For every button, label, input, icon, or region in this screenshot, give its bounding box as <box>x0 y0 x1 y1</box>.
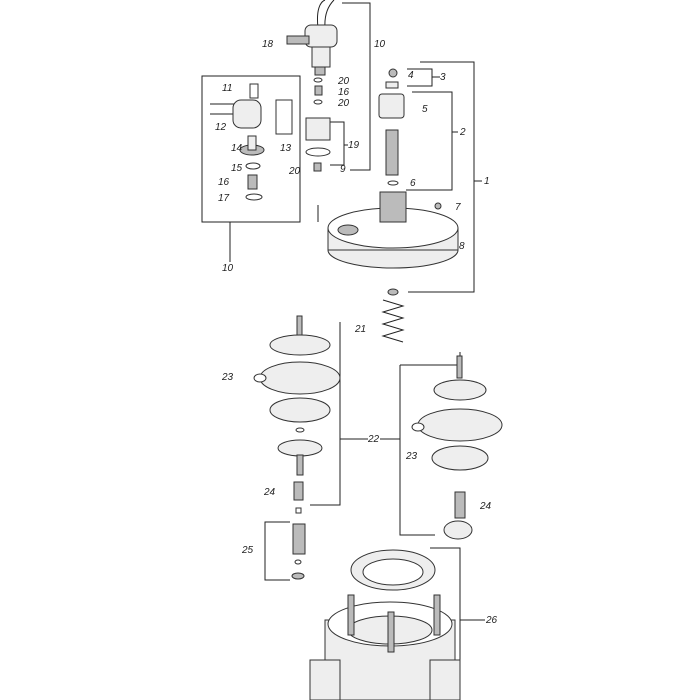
callout-1: 1 <box>484 176 490 187</box>
callout-26: 26 <box>485 615 498 626</box>
callout-20: 20 <box>337 98 350 109</box>
callout-24: 24 <box>263 487 276 498</box>
callout-23: 23 <box>221 372 234 383</box>
part-bonnet <box>327 191 459 269</box>
callout-8: 8 <box>459 241 465 252</box>
callout-11: 11 <box>222 83 232 94</box>
part-diaphragm-assembly-right <box>411 355 503 540</box>
callout-7: 7 <box>455 202 461 213</box>
callout-15: 15 <box>231 163 243 174</box>
callout-10: 10 <box>222 263 234 274</box>
callout-16: 16 <box>218 177 230 188</box>
part-flow-control-stem <box>378 68 405 186</box>
callout-16: 16 <box>338 87 350 98</box>
part-small-fittings <box>305 77 331 172</box>
callout-24: 24 <box>479 501 492 512</box>
part-solenoid-coil-assembly <box>210 83 293 201</box>
callout-4: 4 <box>408 70 414 81</box>
callout-5: 5 <box>422 104 428 115</box>
part-metering-pin <box>291 523 306 580</box>
callout-23: 23 <box>405 451 418 462</box>
callout-2: 2 <box>459 127 466 138</box>
callout-17: 17 <box>218 193 230 204</box>
callout-25: 25 <box>241 545 254 556</box>
part-solenoid-actuator <box>286 0 338 76</box>
callout-21: 21 <box>354 324 366 335</box>
callout-22: 22 <box>367 434 380 445</box>
part-spring <box>381 288 405 343</box>
part-valve-body <box>309 549 461 700</box>
callout-13: 13 <box>280 143 292 154</box>
callout-20: 20 <box>288 166 301 177</box>
callout-20: 20 <box>337 76 350 87</box>
callout-19: 19 <box>348 140 360 151</box>
callout-10: 10 <box>374 39 386 50</box>
callout-3: 3 <box>440 72 446 83</box>
callout-9: 9 <box>340 164 346 175</box>
part-diaphragm-assembly-left <box>253 315 341 514</box>
callout-18: 18 <box>262 39 274 50</box>
callout-labels: 18 10 4 3 20 16 20 11 5 2 12 13 19 14 15… <box>215 39 498 626</box>
callout-6: 6 <box>410 178 416 189</box>
callout-14: 14 <box>231 143 243 154</box>
callout-12: 12 <box>215 122 227 133</box>
bracket-lines <box>201 2 485 700</box>
